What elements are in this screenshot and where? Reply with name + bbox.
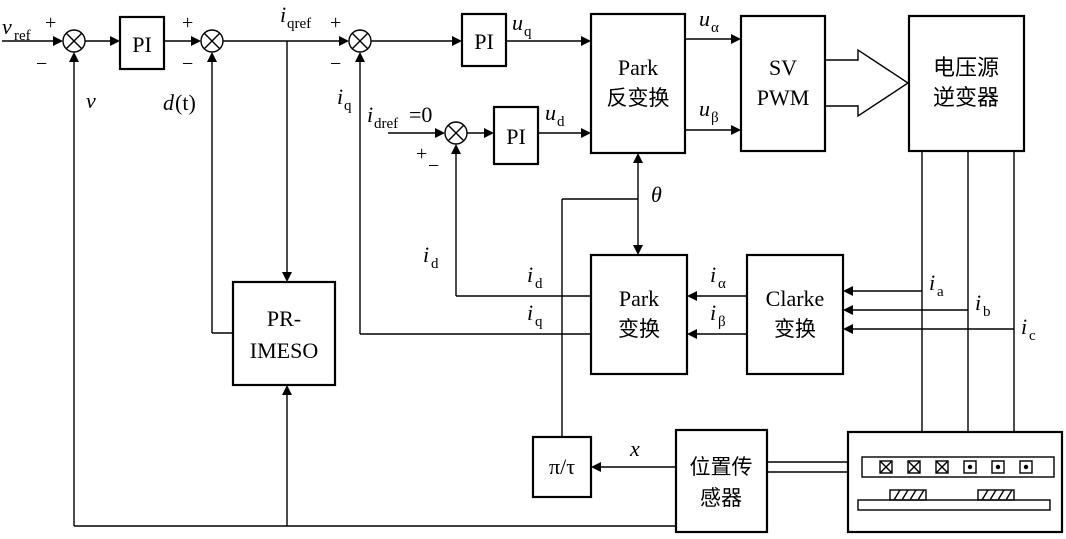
pi-q-label: PI xyxy=(474,29,494,54)
i-b-label: i xyxy=(975,290,981,315)
sign-plus-3: + xyxy=(330,12,341,34)
i-q-fb-sub: q xyxy=(344,98,352,114)
d-t-arg: (t) xyxy=(175,90,196,115)
i-alpha-label: i xyxy=(710,262,716,287)
i-q-fb-label: i xyxy=(337,84,343,109)
i-d-out-sub: d xyxy=(535,276,543,292)
sign-minus-4: − xyxy=(428,155,439,177)
pi-speed-block: PI xyxy=(118,15,166,71)
i-c-label: i xyxy=(1021,314,1027,339)
sum-junction-q xyxy=(348,29,372,53)
pr-imeso-label-2: IMESO xyxy=(250,338,318,363)
svpwm-label-1: SV xyxy=(769,55,797,80)
linear-motor-graphic xyxy=(846,430,1064,534)
i-alpha-sub: α xyxy=(718,276,726,292)
i-qref-sub: qref xyxy=(287,16,311,32)
position-sensor-block: 位置传 感器 xyxy=(674,428,769,534)
sign-minus-1: − xyxy=(36,53,47,75)
park-inverse-block: Park 反变换 xyxy=(589,12,687,155)
sum-junction-d xyxy=(444,121,468,145)
inverter-label-2: 逆变器 xyxy=(933,86,999,111)
pi-tau-block: π/τ xyxy=(531,435,593,499)
sum-junction-speed xyxy=(62,29,86,53)
pi-d-label: PI xyxy=(506,124,526,149)
inverter-block: 电压源 逆变器 xyxy=(907,14,1026,153)
i-dref-label: i xyxy=(367,102,373,127)
sign-minus-2: − xyxy=(182,53,193,75)
u-alpha-label: u xyxy=(699,6,710,31)
u-d-sub: d xyxy=(557,114,565,130)
sign-plus-1: + xyxy=(45,12,56,34)
clarke-block: Clarke 变换 xyxy=(745,253,845,376)
park-label-2: 变换 xyxy=(618,317,660,341)
i-c-sub: c xyxy=(1029,328,1036,344)
pr-imeso-block: PR- IMESO xyxy=(231,280,337,387)
i-dref-sub: dref xyxy=(374,116,398,132)
inverter-label-1: 电压源 xyxy=(933,56,999,81)
i-d-out-label: i xyxy=(527,262,533,287)
park-inverse-label-2: 反变换 xyxy=(607,86,670,110)
sensor-label-1: 位置传 xyxy=(690,455,753,479)
u-q-label: u xyxy=(512,10,523,35)
i-b-sub: b xyxy=(983,304,991,320)
sign-plus-4: + xyxy=(416,143,427,165)
sum-junction-current xyxy=(200,29,224,53)
i-q-out-sub: q xyxy=(535,314,543,330)
svpwm-block: SV PWM xyxy=(739,14,827,153)
pr-imeso-label-1: PR- xyxy=(267,306,301,331)
i-a-label: i xyxy=(929,270,935,295)
i-d-left-label: i xyxy=(423,242,429,267)
i-qref-label: i xyxy=(280,2,286,27)
i-a-sub: a xyxy=(937,284,944,300)
clarke-label-2: 变换 xyxy=(774,317,816,341)
v-feedback-label: v xyxy=(86,88,96,113)
i-beta-sub: β xyxy=(718,314,726,330)
park-inverse-label-1: Park xyxy=(618,55,658,80)
clarke-label-1: Clarke xyxy=(766,286,825,311)
v-ref-label: v xyxy=(2,14,12,39)
pi-q-block: PI xyxy=(460,12,508,68)
u-alpha-sub: α xyxy=(711,20,719,36)
sign-plus-2: + xyxy=(182,12,193,34)
theta-label: θ xyxy=(651,182,662,207)
park-block: Park 变换 xyxy=(589,253,689,376)
pi-tau-label: π/τ xyxy=(549,454,575,479)
i-dref-val: =0 xyxy=(409,102,432,127)
v-ref-sub: ref xyxy=(14,28,31,44)
u-beta-label: u xyxy=(699,96,710,121)
i-d-left-sub: d xyxy=(431,256,439,272)
i-beta-label: i xyxy=(710,300,716,325)
svpwm-label-2: PWM xyxy=(757,85,810,110)
i-q-out-label: i xyxy=(527,300,533,325)
pi-speed-label: PI xyxy=(132,32,152,57)
u-beta-sub: β xyxy=(711,110,719,126)
sensor-label-2: 感器 xyxy=(700,486,742,510)
d-t-label: d xyxy=(163,90,175,115)
u-q-sub: q xyxy=(524,24,532,40)
u-d-label: u xyxy=(545,100,556,125)
pi-d-block: PI xyxy=(492,105,540,166)
park-label-1: Park xyxy=(619,286,659,311)
sign-minus-3: − xyxy=(330,53,341,75)
x-label: x xyxy=(629,436,640,461)
